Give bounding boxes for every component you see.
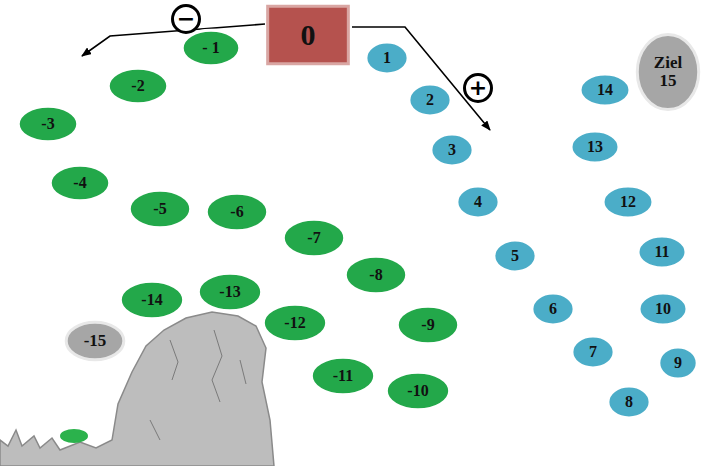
sign-symbol: + (463, 73, 493, 103)
positive-field: 4 (456, 185, 500, 219)
positive-field: 14 (579, 73, 631, 107)
field-number: -3 (41, 116, 54, 133)
negative-field: -8 (344, 255, 408, 295)
positive-field: 13 (570, 130, 620, 164)
field-number: 4 (474, 194, 482, 211)
field-number: -8 (369, 267, 382, 284)
field-number: -5 (153, 201, 166, 218)
positive-field: 12 (602, 185, 654, 219)
negative-field: -3 (17, 105, 79, 143)
positive-field: 1 (365, 41, 409, 75)
field-number: 2 (426, 92, 434, 109)
start-square: 0 (266, 5, 350, 65)
positive-field: 5 (493, 239, 537, 273)
field-number: 3 (448, 142, 456, 159)
negative-field: -14 (119, 280, 185, 320)
field-number: -4 (73, 175, 86, 192)
field-number: -13 (219, 284, 240, 301)
field-number: Ziel 15 (648, 54, 688, 90)
negative-field: -11 (310, 356, 376, 396)
positive-field: 7 (571, 335, 615, 369)
end-field: Ziel 15 (636, 32, 700, 112)
positive-field: 6 (531, 292, 575, 326)
positive-field: 2 (408, 83, 452, 117)
negative-field: -4 (49, 164, 111, 202)
negative-field: -12 (262, 303, 328, 343)
field-number: 12 (620, 194, 636, 211)
field-number: -9 (421, 317, 434, 334)
field-number: 9 (674, 355, 682, 372)
field-number: 7 (589, 344, 597, 361)
negative-field: -13 (197, 272, 263, 312)
field-number: 6 (549, 301, 557, 318)
negative-field: -5 (128, 189, 192, 229)
field-number: 10 (655, 301, 671, 318)
field-number: -6 (230, 204, 243, 221)
positive-field: 10 (638, 292, 688, 326)
positive-field: 3 (430, 133, 474, 167)
negative-field: -2 (107, 67, 169, 105)
field-number: - 1 (202, 40, 219, 57)
field-number: 8 (625, 394, 633, 411)
negative-field: - 1 (181, 29, 241, 67)
negative-field: -10 (385, 371, 451, 411)
field-number: 13 (587, 139, 603, 156)
field-number: 1 (383, 50, 391, 67)
field-number: 14 (597, 82, 613, 99)
negative-field: -7 (282, 218, 346, 258)
field-number: -2 (131, 78, 144, 95)
field-number: -14 (141, 292, 162, 309)
field-number: 5 (511, 248, 519, 265)
negative-field: -9 (396, 305, 460, 345)
positive-field: 9 (658, 346, 698, 380)
field-number: -7 (307, 230, 320, 247)
field-number: 11 (654, 244, 669, 261)
negative-field: -6 (205, 192, 269, 232)
end-field: -15 (65, 321, 125, 361)
positive-field: 8 (607, 385, 651, 419)
rock-cracks (150, 330, 246, 440)
positive-field: 11 (637, 235, 687, 269)
creature (60, 429, 88, 443)
rock (0, 312, 274, 466)
field-number: -10 (407, 383, 428, 400)
field-number: 0 (301, 19, 316, 51)
field-number: -15 (84, 332, 107, 350)
sign-symbol: − (171, 4, 201, 34)
field-number: -11 (333, 368, 353, 385)
field-number: -12 (284, 315, 305, 332)
